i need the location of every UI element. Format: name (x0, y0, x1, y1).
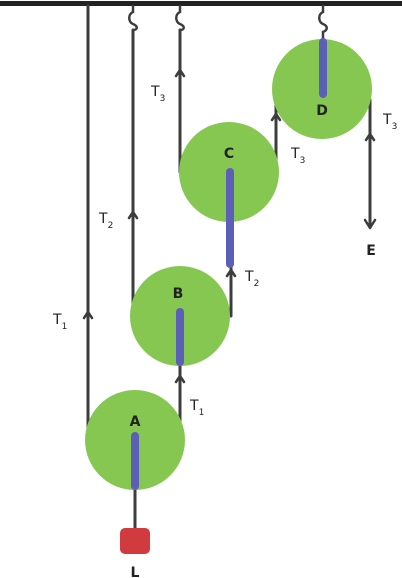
effort-label: E (366, 243, 376, 259)
pulley-d-axle (319, 38, 327, 98)
hook-icon (318, 4, 328, 42)
pulley-b-axle (176, 308, 184, 366)
ceiling-hooks (128, 4, 328, 42)
arrow-up-icon (270, 112, 282, 122)
pulley-a-axle (131, 432, 139, 490)
arrow-down-icon (363, 218, 377, 230)
tension-label-t1-right: T1 (189, 398, 204, 418)
load-block (120, 528, 150, 554)
pulley-b: B (130, 266, 230, 366)
pulley-d-label: D (316, 103, 328, 119)
arrow-up-icon (174, 68, 186, 78)
tension-label-t3-left: T3 (150, 84, 165, 104)
pulley-a-label: A (130, 414, 141, 430)
arrow-up-icon (82, 310, 94, 320)
arrow-up-icon (127, 210, 139, 220)
pulley-c-axle (226, 168, 234, 268)
hook-icon (175, 4, 185, 32)
arrow-up-icon (225, 268, 237, 278)
tension-label-t3-mid: T3 (290, 146, 305, 166)
tension-label-t2-left: T2 (98, 211, 113, 231)
pulley-c-label: C (224, 146, 234, 162)
arrow-up-icon (364, 132, 376, 142)
pulley-b-label: B (173, 286, 184, 302)
pulley-d: D (272, 38, 372, 139)
hook-icon (128, 4, 138, 32)
load-label: L (131, 565, 140, 578)
tension-label-t2-right: T2 (244, 269, 259, 289)
arrow-up-icon (174, 374, 186, 384)
pulley-c: C (179, 122, 279, 268)
ceiling-bar (0, 1, 402, 6)
tension-label-t1-left: T1 (52, 312, 67, 332)
tension-label-t3-right: T3 (382, 112, 397, 132)
pulley-a: A (85, 390, 185, 490)
